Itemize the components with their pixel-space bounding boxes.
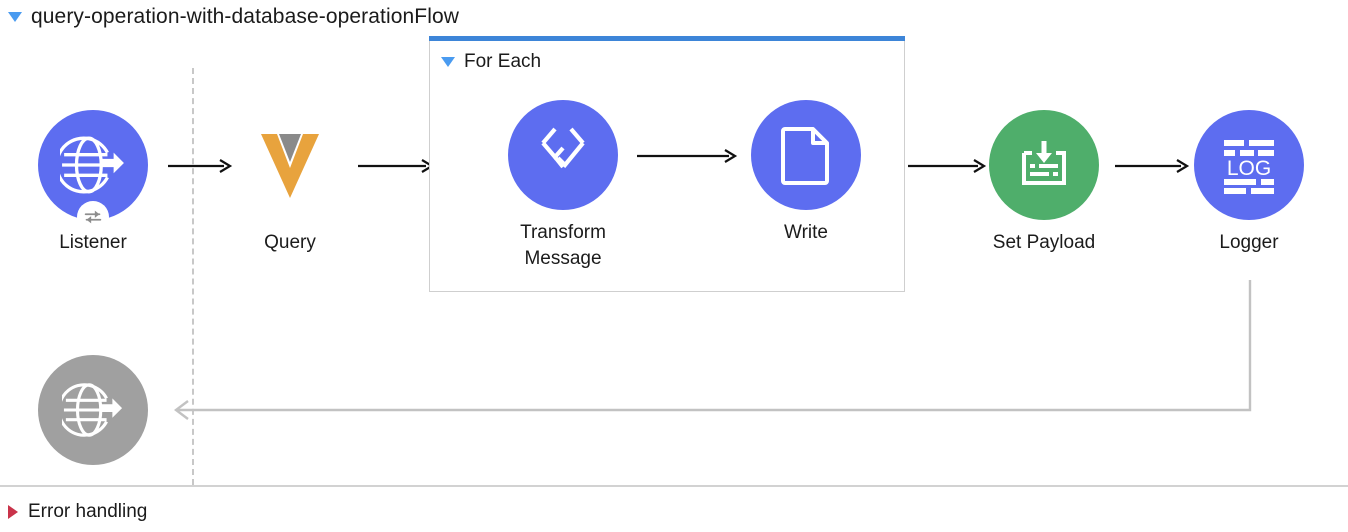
flow-title: query-operation-with-database-operationF… [31,5,460,28]
connector-arrow [168,159,233,173]
scope-title: For Each [464,51,542,72]
globe-arrow-icon [62,383,123,437]
node-label: Set Payload [992,232,1096,253]
node-label: Write [784,222,828,243]
connector-arrow [1115,159,1190,173]
node-set-payload[interactable]: Set Payload [969,110,1119,256]
node-response[interactable] [18,355,168,475]
file-document-icon [781,127,829,185]
response-icon-circle[interactable] [38,355,148,465]
set-payload-icon-circle[interactable] [989,110,1099,220]
section-divider [0,485,1348,487]
error-handling-label: Error handling [28,501,148,522]
error-handling-header[interactable]: Error handling [8,499,147,525]
node-listener[interactable]: Listener [18,110,168,256]
return-connector [160,280,1280,445]
scope-header[interactable]: For Each [441,50,541,74]
exchange-arrows-icon [77,201,109,233]
node-label: Listener [59,232,127,253]
node-transform-message[interactable]: Transform Message [488,100,638,272]
node-label: Query [264,232,316,253]
dataweave-icon [541,127,585,169]
scope-accent-bar [429,36,905,41]
source-process-divider [192,68,194,485]
svg-text:LOG: LOG [1227,157,1271,180]
connector-arrow [637,149,738,163]
triangle-right-icon[interactable] [8,505,18,519]
connector-arrow [358,159,435,173]
listener-icon-circle[interactable] [38,110,148,233]
set-payload-icon [1022,141,1066,185]
connector-arrow [908,159,987,173]
node-label: Transform Message [520,222,606,269]
node-label: Logger [1219,232,1279,253]
transform-message-icon-circle[interactable] [508,100,618,210]
node-write[interactable]: Write [731,100,881,246]
logger-icon-circle[interactable]: LOG [1194,110,1304,220]
node-logger[interactable]: LOG Logger [1174,110,1324,256]
write-icon-circle[interactable] [751,100,861,210]
log-icon: LOG [1224,140,1274,194]
query-icon-wrap[interactable] [235,110,345,220]
flow-header[interactable]: query-operation-with-database-operationF… [8,4,459,30]
database-connector-icon [261,134,319,198]
triangle-down-icon[interactable] [441,57,455,67]
node-query[interactable]: Query [215,110,365,256]
triangle-down-icon[interactable] [8,12,22,22]
globe-arrow-icon [60,136,124,194]
